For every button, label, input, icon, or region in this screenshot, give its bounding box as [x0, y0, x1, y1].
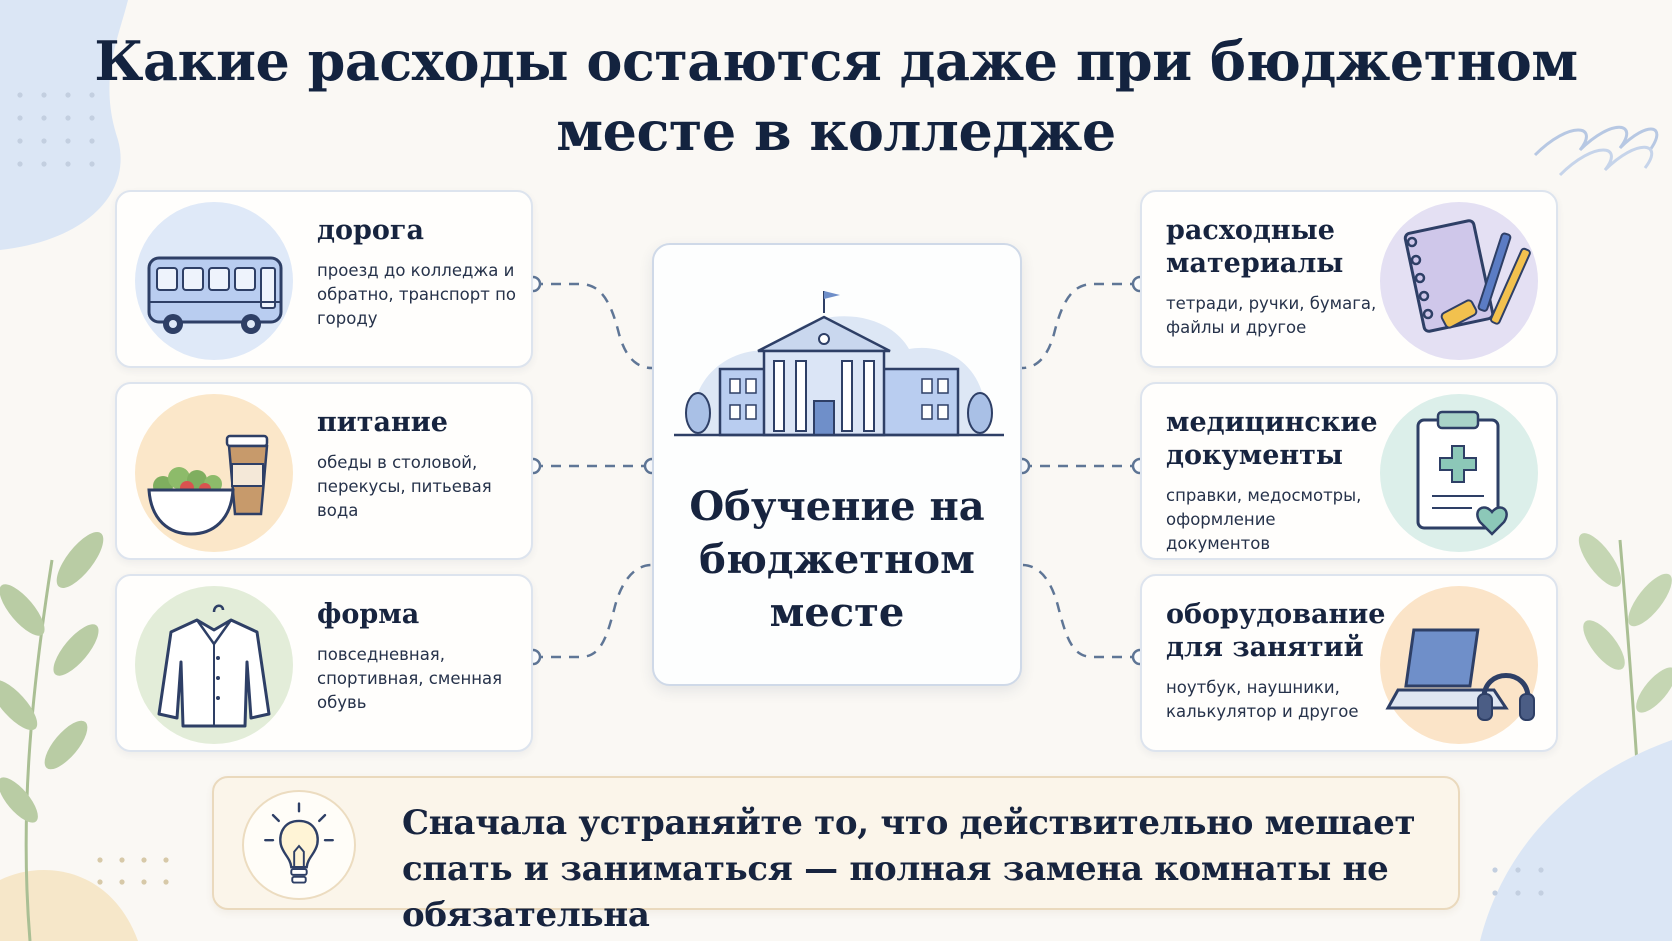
shirt-icon — [135, 586, 293, 744]
card-uniform: форма повседневная, спортивная, сменная … — [115, 574, 533, 752]
card-title: расходные материалы — [1166, 215, 1344, 279]
college-building-icon — [674, 291, 1004, 437]
card-medical: медицинские документы справки, медосмотр… — [1140, 382, 1558, 560]
card-title: оборудование для занятий — [1166, 599, 1386, 663]
card-transport: дорога проезд до колледжа и обратно, тра… — [115, 190, 533, 368]
card-description: обеды в столовой, перекусы, питьевая вод… — [317, 453, 492, 520]
card-title: медицинские документы — [1166, 407, 1378, 471]
card-title: форма — [317, 599, 420, 630]
center-label: Обучение на бюджетном месте — [689, 483, 985, 636]
lightbulb-icon — [242, 790, 356, 900]
card-equipment: оборудование для занятий ноутбук, наушни… — [1140, 574, 1558, 752]
card-title: питание — [317, 407, 448, 438]
card-supplies: расходные материалы тетради, ручки, бума… — [1140, 190, 1558, 368]
card-description: справки, медосмотры, оформление документ… — [1166, 486, 1362, 553]
notebook-pens-icon — [1380, 202, 1538, 360]
tip-box: Сначала устраняйте то, что действительно… — [212, 776, 1460, 935]
laptop-headphones-icon — [1380, 586, 1538, 744]
card-description: тетради, ручки, бумага, файлы и другое — [1166, 294, 1377, 337]
page-title: Какие расходы остаются даже при бюджетно… — [94, 29, 1578, 163]
tip-text: Сначала устраняйте то, что действительно… — [402, 803, 1416, 935]
card-description: повседневная, спортивная, сменная обувь — [317, 645, 503, 712]
card-food: питание обеды в столовой, перекусы, пить… — [115, 382, 533, 560]
salad-coffee-icon — [135, 394, 293, 552]
card-description: проезд до колледжа и обратно, транспорт … — [317, 261, 516, 328]
bus-icon — [135, 202, 293, 360]
medical-clipboard-icon — [1380, 394, 1538, 552]
center-node: Обучение на бюджетном месте — [652, 243, 1022, 686]
card-description: ноутбук, наушники, калькулятор и другое — [1166, 678, 1359, 721]
card-title: дорога — [317, 215, 424, 246]
